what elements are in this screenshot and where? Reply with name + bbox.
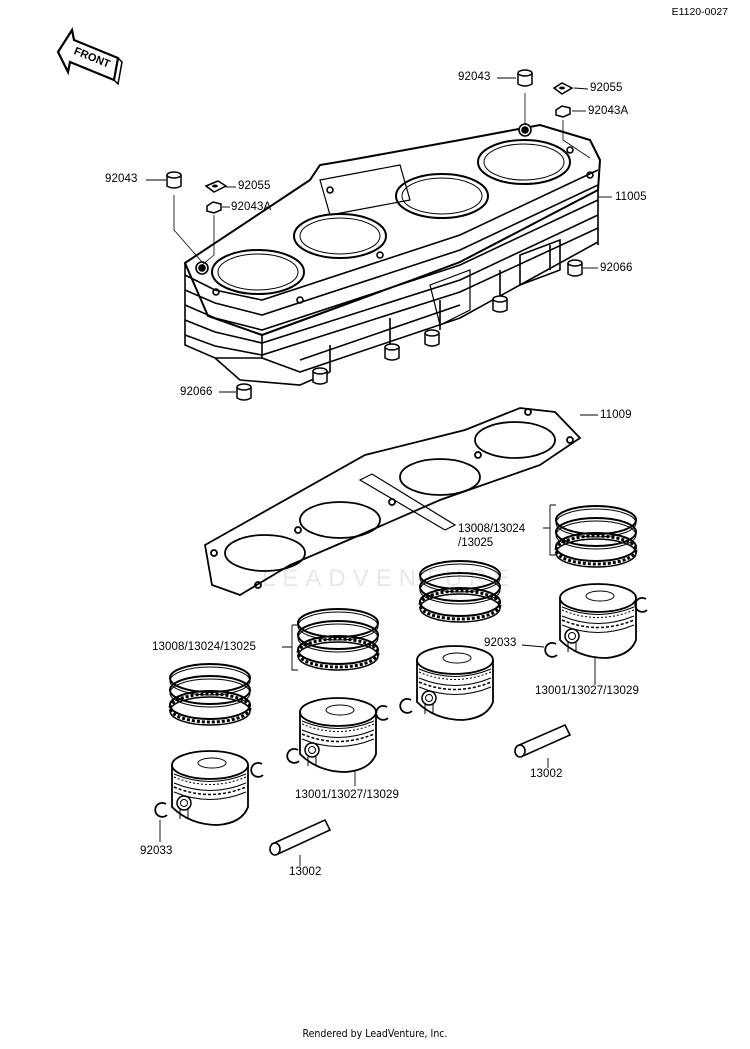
- callout-13008-right-line1: 13008/13024: [458, 523, 526, 535]
- piston-left: [171, 750, 249, 826]
- piston-right: [559, 583, 637, 659]
- callout-13008-right: 13008/13024 /13025: [458, 522, 525, 550]
- callout-11005: 11005: [615, 191, 647, 203]
- front-arrow-icon: FRONT: [56, 27, 123, 86]
- callout-11009: 11009: [600, 409, 632, 421]
- callout-92033-left: 92033: [140, 845, 173, 857]
- callout-13008-right-line2: /13025: [458, 537, 494, 549]
- callout-92043-top-right: 92043: [458, 71, 491, 83]
- callout-92055-top-right: 92055: [590, 82, 623, 94]
- cylinder-block: [183, 123, 602, 386]
- piston-left-upper: [299, 697, 377, 773]
- callout-92043-top-left: 92043: [105, 173, 138, 185]
- callout-13008-left: 13008/13024/13025: [152, 641, 257, 653]
- callout-92033-right: 92033: [484, 637, 517, 649]
- footer-credit: Rendered by LeadVenture, Inc.: [302, 1028, 448, 1040]
- hardware-top-left: [166, 171, 228, 266]
- watermark: LEADVENTURE: [262, 565, 517, 592]
- ring-set-left: [168, 662, 252, 727]
- callout-13001-left: 13001/13027/13029: [295, 789, 400, 801]
- callout-92043a-top-right: 92043A: [588, 105, 629, 117]
- piston-middle: [416, 645, 494, 721]
- piston-pin-right: [514, 723, 572, 758]
- callout-13002-left: 13002: [289, 866, 322, 878]
- callout-92043a-top-left: 92043A: [231, 201, 272, 213]
- document-id: E1120-0027: [671, 6, 728, 18]
- piston-pin-left: [269, 818, 332, 856]
- callout-92055-top-left: 92055: [238, 180, 271, 192]
- leader-lines: [146, 77, 612, 866]
- callout-13002-right: 13002: [530, 768, 563, 780]
- callout-13001-right: 13001/13027/13029: [535, 685, 640, 697]
- ring-set-left-upper: [296, 607, 380, 672]
- ring-set-right: [554, 504, 638, 569]
- callout-92066-right: 92066: [600, 262, 633, 274]
- head-gasket: [204, 407, 582, 596]
- hardware-top-right: [517, 69, 591, 159]
- callout-92066-left: 92066: [180, 386, 213, 398]
